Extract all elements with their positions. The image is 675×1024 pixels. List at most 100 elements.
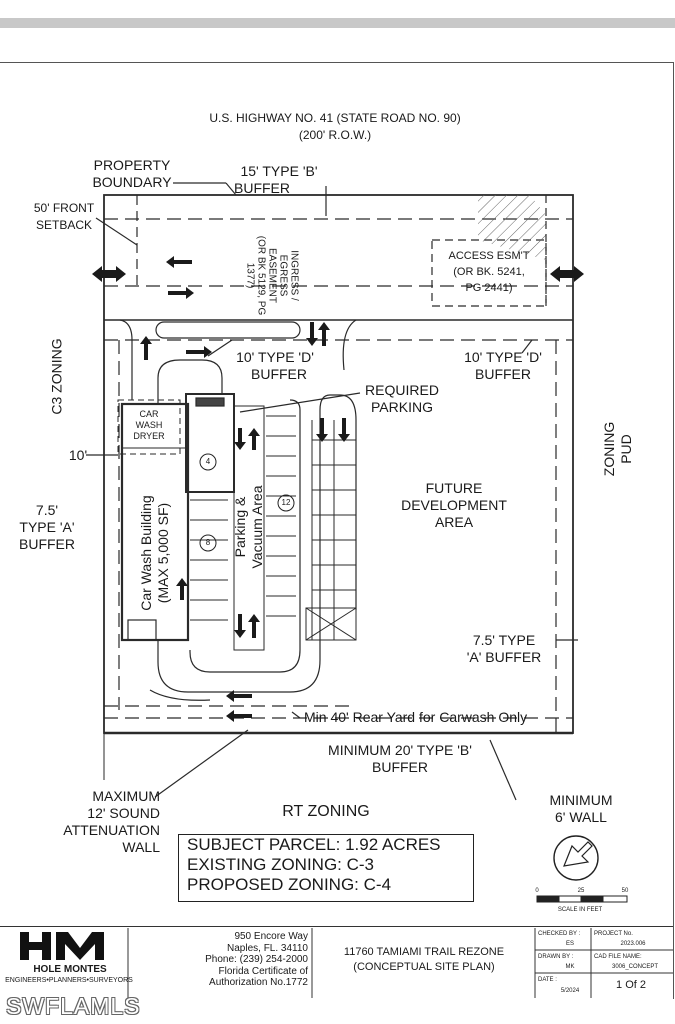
car-wash-building-line-1: Car Wash Building xyxy=(138,495,154,611)
drawing-sheet-border xyxy=(0,62,674,999)
front-setback-line-1: 50' FRONT xyxy=(33,201,95,215)
ten-ft-label: 10' xyxy=(68,447,88,463)
company-name: HOLE MONTES xyxy=(33,964,107,975)
top-gray-bar xyxy=(0,18,675,28)
hole-montes-logo xyxy=(18,932,122,970)
type-d-right-line-2: BUFFER xyxy=(475,366,531,382)
type-a-left-line-1: 7.5' xyxy=(35,502,59,518)
parking-vacuum-line-1: Parking & xyxy=(232,496,248,558)
parking-vacuum-line-2: Vacuum Area xyxy=(249,485,265,569)
highway-label: U.S. HIGHWAY NO. 41 (STATE ROAD NO. 90) … xyxy=(205,110,465,144)
sound-wall-label: MAXIMUM 12' SOUND ATTENUATION WALL xyxy=(60,788,160,856)
address-line-3: Phone: (239) 254-2000 xyxy=(205,954,308,965)
future-dev-line-3: AREA xyxy=(434,514,474,530)
type-d-right-line-1: 10' TYPE 'D' xyxy=(464,349,542,365)
type-a-right-line-2: 'A' BUFFER xyxy=(466,649,542,665)
type-a-right-line-1: 7.5' TYPE xyxy=(472,632,536,648)
access-easement-label: ACCESS ESM'T (OR BK. 5241, PG 2441) xyxy=(436,248,542,296)
type-d-left-line-1: 10' TYPE 'D' xyxy=(236,349,314,365)
car-wash-dryer-line-3: DRYER xyxy=(133,431,165,441)
cad-file-value: 3006_CONCEPT xyxy=(611,964,659,970)
cad-file-label: CAD FILE NAME: xyxy=(594,954,642,960)
scale-tick-50: 50 xyxy=(621,888,629,894)
future-development-label: FUTURE DEVELOPMENT AREA xyxy=(384,480,524,531)
address-line-1: 950 Encore Way xyxy=(234,931,308,942)
drawn-by-value: MK xyxy=(565,964,575,970)
min-wall-line-2: 6' WALL xyxy=(555,809,607,825)
proposed-zoning-line: PROPOSED ZONING: C-4 xyxy=(187,875,392,894)
min-wall-line-1: MINIMUM xyxy=(549,792,613,808)
car-wash-building-label: Car Wash Building (MAX 5,000 SF) xyxy=(138,478,172,628)
type-a-right-buffer-label: 7.5' TYPE 'A' BUFFER xyxy=(454,632,554,666)
access-line-1: ACCESS ESM'T xyxy=(448,250,530,262)
zoning-pud-label: ZONING PUD xyxy=(601,409,635,489)
ingress-line-2: EGRESS xyxy=(277,254,289,297)
c3-zoning-label: C3 ZONING xyxy=(48,338,65,415)
ingress-line-3: EASEMENT xyxy=(266,247,278,303)
car-wash-dryer-line-1: CAR xyxy=(139,409,159,419)
company-address: 950 Encore Way Naples, FL. 34110 Phone: … xyxy=(140,931,308,989)
ingress-line-4: (OR BK 5129, PG xyxy=(255,235,267,316)
front-setback-label: 50' FRONT SETBACK xyxy=(24,200,104,234)
type-b-15-line-1: 15' TYPE 'B' xyxy=(240,163,318,179)
zoning-pud-line-1: ZONING xyxy=(601,421,617,477)
highway-line-1: U.S. HIGHWAY NO. 41 (STATE ROAD NO. 90) xyxy=(209,111,461,125)
property-boundary-line-1: PROPERTY xyxy=(93,157,171,173)
car-wash-building-line-2: (MAX 5,000 SF) xyxy=(155,502,171,604)
project-title-line-2: (CONCEPTUAL SITE PLAN) xyxy=(353,961,495,973)
drawn-by-label: DRAWN BY : xyxy=(538,954,574,960)
checked-by-label: CHECKED BY : xyxy=(538,931,581,937)
project-title-line-1: 11760 TAMIAMI TRAIL REZONE xyxy=(343,946,505,958)
address-line-5: Authorization No.1772 xyxy=(209,977,308,988)
future-dev-line-1: FUTURE xyxy=(425,480,483,496)
sound-wall-line-2: 12' SOUND xyxy=(87,805,160,821)
rear-yard-label: Min 40' Rear Yard for Carwash Only xyxy=(304,709,528,725)
parking-vacuum-label: Parking & Vacuum Area xyxy=(232,472,266,582)
existing-zoning-line: EXISTING ZONING: C-3 xyxy=(187,855,375,874)
sound-wall-line-3: ATTENUATION xyxy=(63,822,160,838)
access-line-2: (OR BK. 5241, xyxy=(453,266,525,278)
parking-count-12: 12 xyxy=(281,498,291,507)
front-setback-line-2: SETBACK xyxy=(35,218,92,232)
subject-parcel-line: SUBJECT PARCEL: 1.92 ACRES xyxy=(187,835,441,854)
type-a-left-buffer-label: 7.5' TYPE 'A' BUFFER xyxy=(12,502,82,553)
type-b-15-line-2: BUFFER xyxy=(234,180,290,196)
access-line-3: PG 2441) xyxy=(465,282,513,294)
ingress-line-1: INGRESS / xyxy=(288,250,300,301)
date-value: 5/2024 xyxy=(560,988,580,994)
address-line-4: Florida Certificate of xyxy=(218,965,308,977)
zoning-pud-line-2: PUD xyxy=(618,434,634,464)
ingress-line-5: 1377) xyxy=(244,262,256,289)
type-d-right-buffer-label: 10' TYPE 'D' BUFFER xyxy=(450,349,556,383)
scale-tick-0: 0 xyxy=(535,888,539,894)
car-wash-dryer-line-2: WASH xyxy=(135,420,163,430)
address-line-2: Naples, FL. 34110 xyxy=(227,942,308,954)
project-no-label: PROJECT No. xyxy=(594,931,633,937)
scale-tick-25: 25 xyxy=(577,888,585,894)
parking-count-8: 8 xyxy=(205,538,211,547)
car-wash-dryer-label: CAR WASH DRYER xyxy=(124,409,174,442)
ingress-egress-easement-label: INGRESS / EGRESS EASEMENT (OR BK 5129, P… xyxy=(245,216,300,336)
type-b-20-buffer-label: MINIMUM 20' TYPE 'B' BUFFER xyxy=(310,742,490,776)
swflamls-watermark: SWFLAMLS xyxy=(6,993,141,1019)
type-d-left-line-2: BUFFER xyxy=(251,366,307,382)
subject-parcel-box: SUBJECT PARCEL: 1.92 ACRES EXISTING ZONI… xyxy=(178,834,474,902)
property-boundary-label: PROPERTY BOUNDARY xyxy=(80,157,184,191)
min-wall-label: MINIMUM 6' WALL xyxy=(536,792,626,826)
checked-by-value: ES xyxy=(565,941,574,947)
type-b-15-buffer-label: 15' TYPE 'B' BUFFER xyxy=(224,163,334,197)
sound-wall-line-4: WALL xyxy=(122,839,160,855)
title-block xyxy=(0,926,673,999)
highway-line-2: (200' R.O.W.) xyxy=(298,128,372,142)
sound-wall-line-1: MAXIMUM xyxy=(92,788,160,804)
property-boundary-line-2: BOUNDARY xyxy=(92,174,172,190)
required-parking-line-2: PARKING xyxy=(371,399,433,415)
future-dev-line-2: DEVELOPMENT xyxy=(401,497,507,513)
type-b-20-line-2: BUFFER xyxy=(372,759,428,775)
scale-caption: SCALE IN FEET xyxy=(557,907,603,913)
company-tagline: ENGINEERS•PLANNERS•SURVEYORS xyxy=(5,977,133,984)
type-d-left-buffer-label: 10' TYPE 'D' BUFFER xyxy=(224,349,326,383)
type-a-left-line-3: BUFFER xyxy=(19,536,75,552)
date-label: DATE : xyxy=(538,977,557,983)
